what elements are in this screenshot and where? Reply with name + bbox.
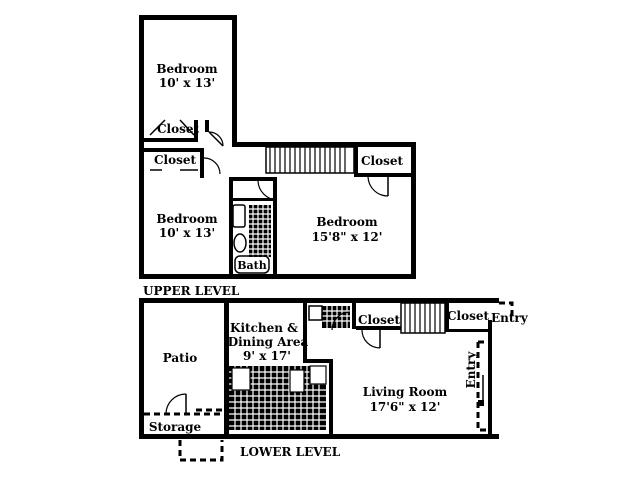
kitchen-name-line1: Kitchen &: [230, 321, 298, 335]
bedroom-right-name: Bedroom: [316, 215, 377, 229]
bedroom-mid-size: 10' x 13': [159, 226, 215, 240]
lower-level: [139, 298, 514, 462]
closet-entry-label: Closet: [447, 309, 490, 323]
kitchen-tile: [229, 365, 327, 430]
upper-level: [139, 15, 416, 279]
bath-tile: [249, 205, 271, 257]
entry-top-label: Entry: [491, 311, 529, 325]
closet-mid-label: Closet: [154, 153, 197, 167]
lower-stairs: [400, 302, 446, 334]
bedroom-right-size: 15'8" x 12': [312, 230, 383, 244]
living-room-name: Living Room: [363, 385, 448, 399]
entry-side-label: Entry: [464, 351, 478, 389]
living-room-size: 17'6" x 12': [370, 400, 441, 414]
bedroom-top-size: 10' x 13': [159, 76, 215, 90]
closet-right-label: Closet: [361, 154, 404, 168]
bath-label: Bath: [237, 259, 267, 272]
upper-level-title: UPPER LEVEL: [143, 284, 240, 298]
closet-top-label: Closet: [157, 122, 200, 136]
kitchen-name-line2: Dining Area: [228, 335, 309, 349]
kitchen-size: 9' x 17': [243, 349, 291, 363]
bedroom-top-name: Bedroom: [156, 62, 217, 76]
closet-stair-label: Closet: [358, 313, 401, 327]
upper-stairs: [265, 146, 355, 174]
patio-label: Patio: [163, 351, 198, 365]
lower-level-title: LOWER LEVEL: [240, 445, 341, 459]
storage-label: Storage: [149, 420, 202, 434]
bedroom-mid-name: Bedroom: [156, 212, 217, 226]
